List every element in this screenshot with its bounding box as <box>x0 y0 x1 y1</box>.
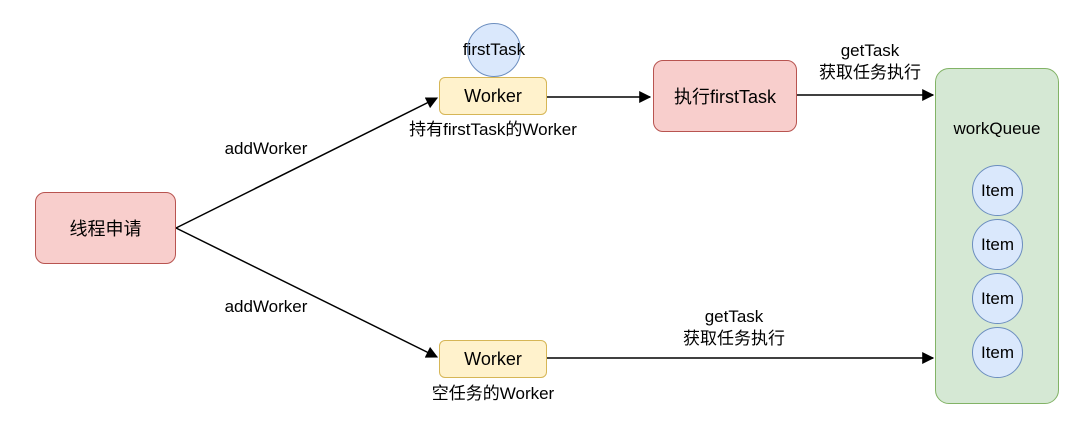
worker-top-caption: 持有firstTask的Worker <box>409 120 577 139</box>
worker-top-label: Worker <box>464 85 522 106</box>
get-task-bottom-line1: getTask <box>704 307 764 326</box>
work-queue-title: workQueue <box>953 119 1041 138</box>
execute-first-task-label: 执行firstTask <box>673 87 776 107</box>
queue-item-1: Item <box>972 165 1023 216</box>
get-task-top-line2: 获取任务执行 <box>819 63 921 82</box>
edge-request-to-worker-bottom <box>175 227 439 358</box>
queue-item-2: Item <box>972 219 1023 270</box>
thread-request-label: 线程申请 <box>69 219 142 239</box>
thread-request-node: 线程申请 <box>35 192 176 264</box>
first-task-circle: firstTask <box>463 23 525 77</box>
get-task-top-label: getTask 获取任务执行 <box>800 40 940 84</box>
add-worker-bottom-label: addWorker <box>224 297 308 316</box>
first-task-label: firstTask <box>462 40 526 59</box>
queue-item-4: Item <box>972 327 1023 378</box>
get-task-top-line1: getTask <box>840 41 900 60</box>
get-task-bottom-line2: 获取任务执行 <box>683 329 785 348</box>
worker-bottom-caption: 空任务的Worker <box>431 384 555 403</box>
execute-first-task-node: 执行firstTask <box>653 60 797 132</box>
queue-item-label: Item <box>980 342 1015 362</box>
get-task-bottom-label: getTask 获取任务执行 <box>664 306 804 350</box>
worker-bottom-label: Worker <box>464 348 522 369</box>
queue-item-label: Item <box>980 234 1015 254</box>
add-worker-top-label: addWorker <box>224 139 308 158</box>
queue-item-label: Item <box>980 180 1015 200</box>
worker-bottom-node: Worker <box>439 340 547 378</box>
queue-item-3: Item <box>972 273 1023 324</box>
edge-request-to-worker-top <box>175 97 439 229</box>
worker-top-node: Worker <box>439 77 547 115</box>
queue-item-label: Item <box>980 288 1015 308</box>
